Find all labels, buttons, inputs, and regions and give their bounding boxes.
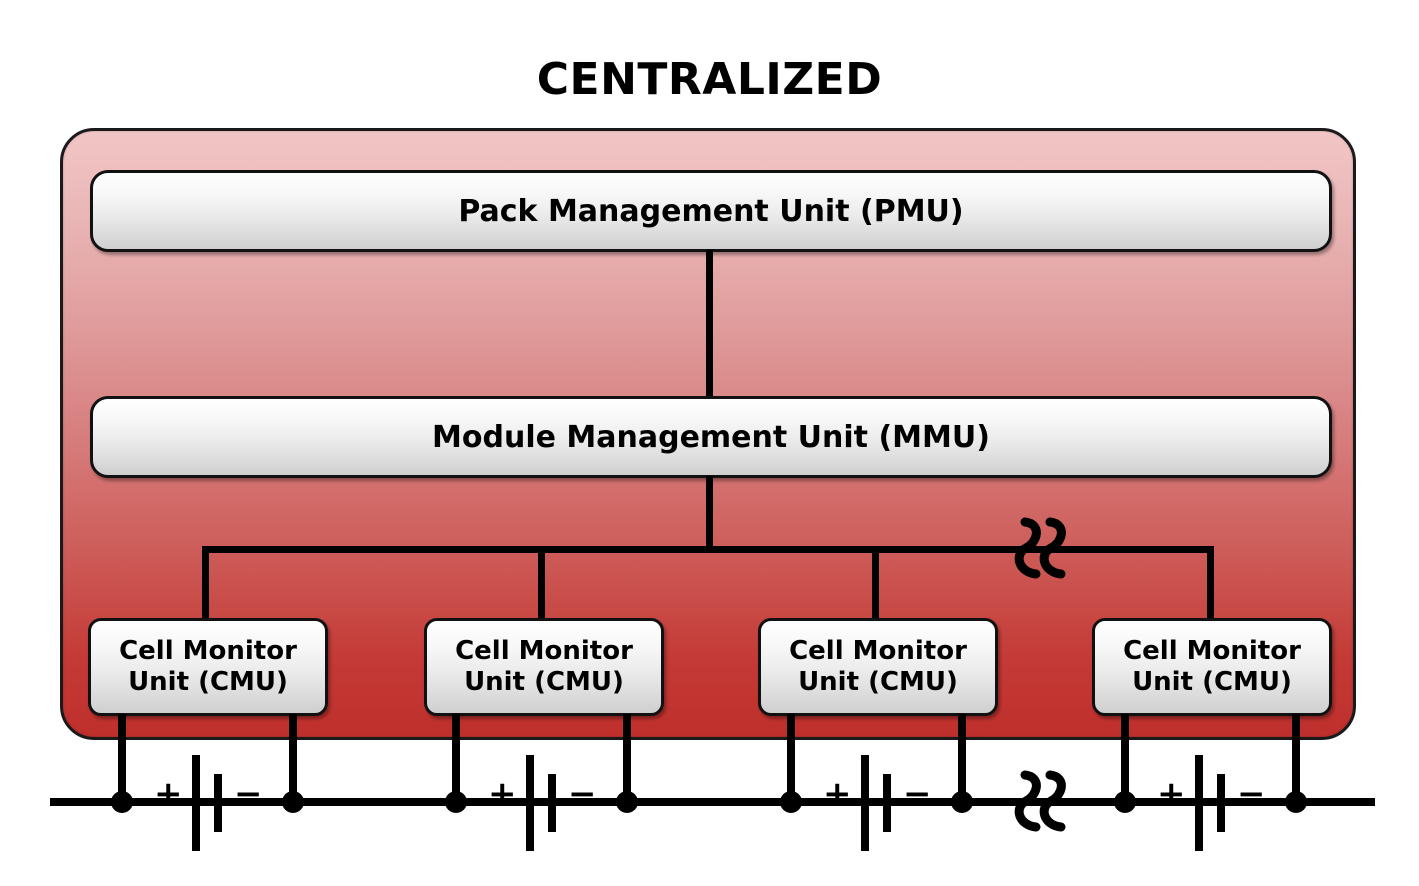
module-management-unit-box[interactable]: Module Management Unit (MMU) [90, 396, 1332, 478]
page-title: CENTRALIZED [536, 54, 883, 105]
cell-1-negative-plate [214, 774, 222, 832]
junction-dot-6 [951, 791, 973, 813]
cell-2-positive-plate [526, 755, 534, 851]
junction-dot-4 [616, 791, 638, 813]
cell-4-negative-plate [1217, 774, 1225, 832]
cell-1-positive-plate [192, 755, 200, 851]
cmu-1-label-line1: Cell Monitor [119, 636, 297, 667]
cell-1-minus-sign: − [234, 774, 263, 814]
cmu-2-lead-negative [623, 714, 631, 806]
cell-monitor-unit-box-1[interactable]: Cell Monitor Unit (CMU) [88, 618, 328, 716]
bus-drop-cmu-4 [1207, 546, 1214, 622]
cmu-3-lead-positive [787, 714, 795, 806]
cell-string-bus [50, 798, 1375, 806]
cell-monitor-unit-box-2[interactable]: Cell Monitor Unit (CMU) [424, 618, 664, 716]
cmu-2-label-line2: Unit (CMU) [464, 667, 624, 697]
junction-dot-1 [111, 791, 133, 813]
cell-2-negative-plate [548, 774, 556, 832]
cmu-3-lead-negative [958, 714, 966, 806]
cmu-4-lead-positive [1121, 714, 1129, 806]
cell-1-plus-sign: + [154, 774, 183, 814]
cmu-4-label-line2: Unit (CMU) [1132, 667, 1292, 697]
cmu-1-lead-positive [118, 714, 126, 806]
cell-3-plus-sign: + [823, 774, 852, 814]
cmu-1-lead-negative [289, 714, 297, 806]
cell-monitor-unit-box-3[interactable]: Cell Monitor Unit (CMU) [758, 618, 998, 716]
cmu-1-label-line2: Unit (CMU) [128, 667, 288, 697]
mmu-label: Module Management Unit (MMU) [432, 419, 990, 455]
junction-dot-7 [1114, 791, 1136, 813]
bus-break-lower-icon [1012, 765, 1078, 839]
cmu-2-label-line1: Cell Monitor [455, 636, 633, 667]
junction-dot-5 [780, 791, 802, 813]
cell-3-minus-sign: − [903, 774, 932, 814]
cmu-distribution-bus [202, 546, 1214, 553]
bus-break-upper-icon [1012, 512, 1078, 586]
pack-management-unit-box[interactable]: Pack Management Unit (PMU) [90, 170, 1332, 252]
cell-3-positive-plate [861, 755, 869, 851]
bus-drop-cmu-2 [538, 546, 545, 622]
cmu-4-label-line1: Cell Monitor [1123, 636, 1301, 667]
cell-2-minus-sign: − [568, 774, 597, 814]
junction-dot-3 [445, 791, 467, 813]
cell-monitor-unit-box-4[interactable]: Cell Monitor Unit (CMU) [1092, 618, 1332, 716]
cell-4-plus-sign: + [1157, 774, 1186, 814]
junction-dot-8 [1285, 791, 1307, 813]
pmu-to-mmu-connector [706, 250, 713, 398]
mmu-to-cmu-bus-connector [706, 476, 713, 552]
pmu-label: Pack Management Unit (PMU) [458, 193, 964, 229]
cell-2-plus-sign: + [488, 774, 517, 814]
cmu-3-label-line2: Unit (CMU) [798, 667, 958, 697]
cell-3-negative-plate [883, 774, 891, 832]
cmu-2-lead-positive [452, 714, 460, 806]
cell-4-minus-sign: − [1237, 774, 1266, 814]
bus-drop-cmu-3 [872, 546, 879, 622]
bus-drop-cmu-1 [202, 546, 209, 622]
junction-dot-2 [282, 791, 304, 813]
cmu-3-label-line1: Cell Monitor [789, 636, 967, 667]
cmu-4-lead-negative [1292, 714, 1300, 806]
cell-4-positive-plate [1195, 755, 1203, 851]
